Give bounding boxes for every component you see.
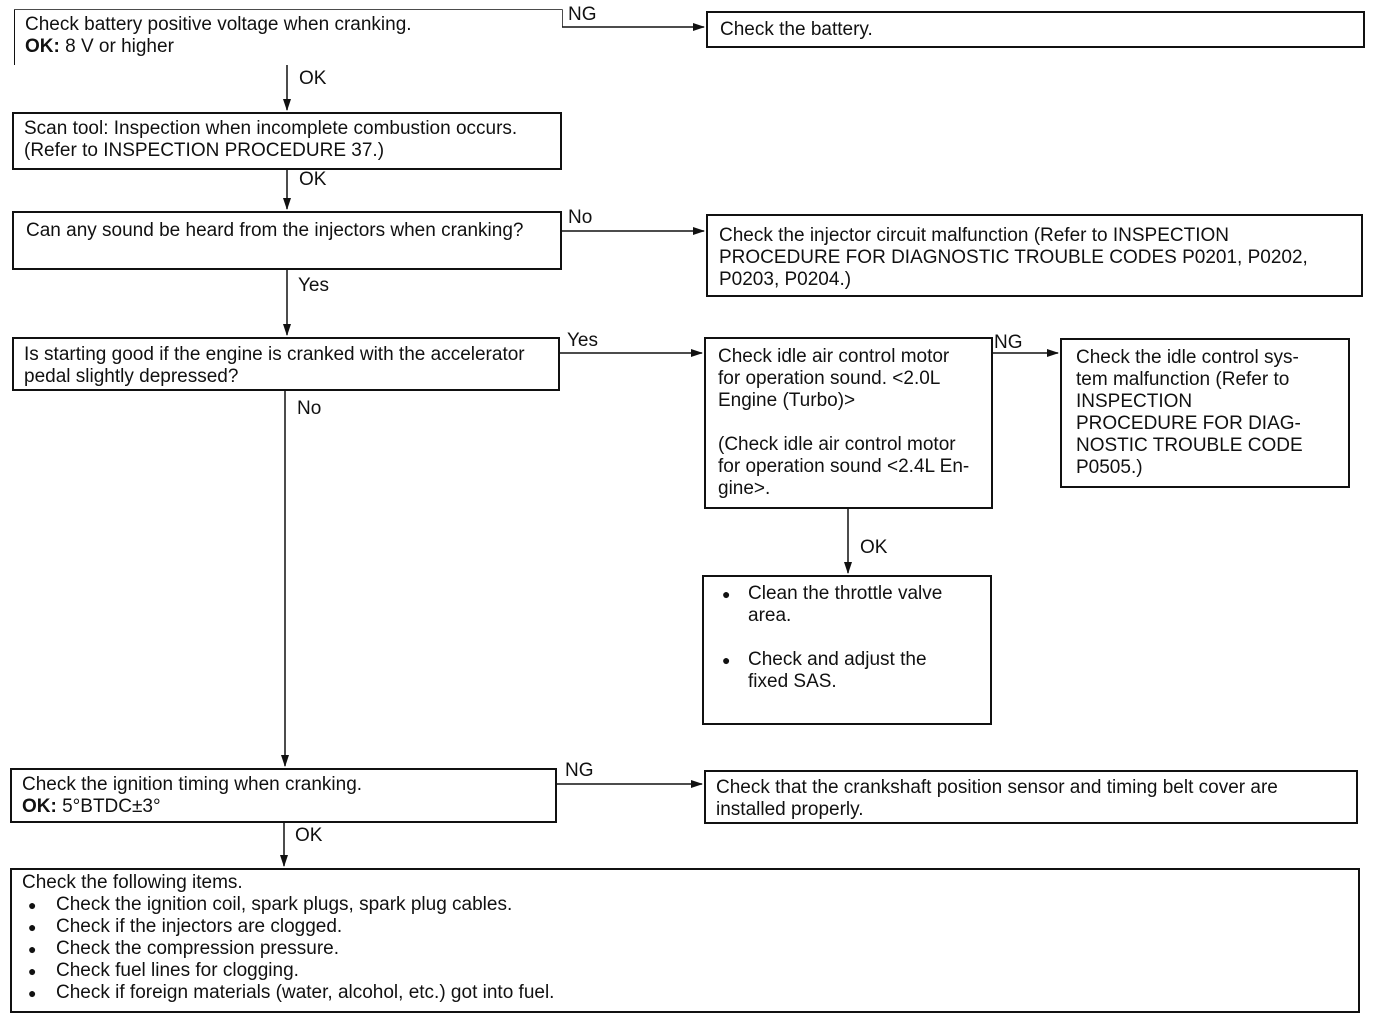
scan-tool-line1: Scan tool: Inspection when incomplete co… [24,118,518,139]
following-item: Check the compression pressure. [22,938,1348,960]
battery-box: Check the battery. [706,11,1365,48]
crankshaft-box: Check that the crankshaft position senso… [704,770,1358,824]
label-no-ignition: No [297,398,322,419]
idle-control-line6: P0505.) [1076,457,1143,478]
injector-sound-text: Can any sound be heard from the injector… [26,220,524,241]
ok-value: 5°BTDC±3° [56,796,161,817]
idle-control-line2: tem malfunction (Refer to [1076,369,1290,390]
crankshaft-line2: installed properly. [716,799,864,820]
scan-tool-box: Scan tool: Inspection when incomplete co… [12,112,562,170]
battery-check-text: Check battery positive voltage when cran… [25,14,412,35]
label-ng-battery: NG [568,4,597,25]
idle-control-line4: PROCEDURE FOR DIAG- [1076,413,1301,434]
battery-text: Check the battery. [720,19,873,40]
idle-air-line3: Engine (Turbo)> [718,390,856,411]
following-item: Check the ignition coil, spark plugs, sp… [22,894,1348,916]
label-ok-scan-tool: OK [299,68,327,89]
injector-sound-box: Can any sound be heard from the injector… [12,211,562,270]
label-yes-starting: Yes [298,275,329,296]
following-items-box: Check the following items. Check the ign… [10,868,1360,1013]
label-ok-injector-sound: OK [299,169,327,190]
idle-air-line4: (Check idle air control motor [718,434,956,455]
injector-circuit-box: Check the injector circuit malfunction (… [706,214,1363,297]
throttle-item-adjust: Check and adjust the fixed SAS. [714,649,980,693]
label-ng-crankshaft: NG [565,760,594,781]
ignition-timing-box: Check the ignition timing when cranking.… [10,768,557,823]
battery-check-ok: OK: 8 V or higher [25,36,552,58]
idle-control-line3: INSPECTION [1076,391,1193,412]
label-ok-following: OK [295,825,323,846]
label-ok-throttle: OK [860,537,888,558]
throttle-list: Clean the throttle valve area. Check and… [714,583,980,693]
throttle-item2-line2: fixed SAS. [748,671,837,692]
ignition-timing-ok: OK: 5°BTDC±3° [22,796,545,818]
injector-circuit-line1: Check the injector circuit malfunction (… [719,225,1230,246]
throttle-item1-line1: Clean the throttle valve [748,583,943,604]
scan-tool-line2: (Refer to INSPECTION PROCEDURE 37.) [24,140,385,161]
crankshaft-line1: Check that the crankshaft position senso… [716,777,1278,798]
idle-control-line5: NOSTIC TROUBLE CODE [1076,435,1303,456]
starting-good-line1: Is starting good if the engine is cranke… [24,344,525,365]
idle-air-spacer [718,412,979,434]
throttle-item2-line1: Check and adjust the [748,649,927,670]
label-ng-idle-control: NG [994,332,1023,353]
idle-air-line1: Check idle air control motor [718,346,950,367]
idle-air-line6: gine>. [718,478,771,499]
idle-air-box: Check idle air control motor for operati… [704,337,993,509]
ignition-timing-text: Check the ignition timing when cranking. [22,774,363,795]
injector-circuit-line3: P0203, P0204.) [719,269,852,290]
following-item: Check if foreign materials (water, alcoh… [22,982,1348,1004]
starting-good-box: Is starting good if the engine is cranke… [12,337,560,391]
idle-control-box: Check the idle control sys- tem malfunct… [1060,338,1350,488]
idle-air-line2: for operation sound. <2.0L [718,368,941,389]
idle-air-line5: for operation sound <2.4L En- [718,456,970,477]
ok-label: OK: [25,36,60,57]
following-title: Check the following items. [22,872,243,893]
battery-check-box: Check battery positive voltage when cran… [14,10,562,65]
following-item: Check if the injectors are clogged. [22,916,1348,938]
injector-circuit-line2: PROCEDURE FOR DIAGNOSTIC TROUBLE CODES P… [719,247,1308,268]
label-no-injector: No [568,207,593,228]
starting-good-line2: pedal slightly depressed? [24,366,239,387]
following-item: Check fuel lines for clogging. [22,960,1348,982]
throttle-box: Clean the throttle valve area. Check and… [702,575,992,725]
idle-control-line1: Check the idle control sys- [1076,347,1299,368]
throttle-item-clean: Clean the throttle valve area. [714,583,980,627]
throttle-item1-line2: area. [748,605,792,626]
label-yes-idle-air: Yes [567,330,598,351]
ok-value: 8 V or higher [59,36,174,57]
ok-label: OK: [22,796,57,817]
following-list: Check the ignition coil, spark plugs, sp… [22,894,1348,1004]
